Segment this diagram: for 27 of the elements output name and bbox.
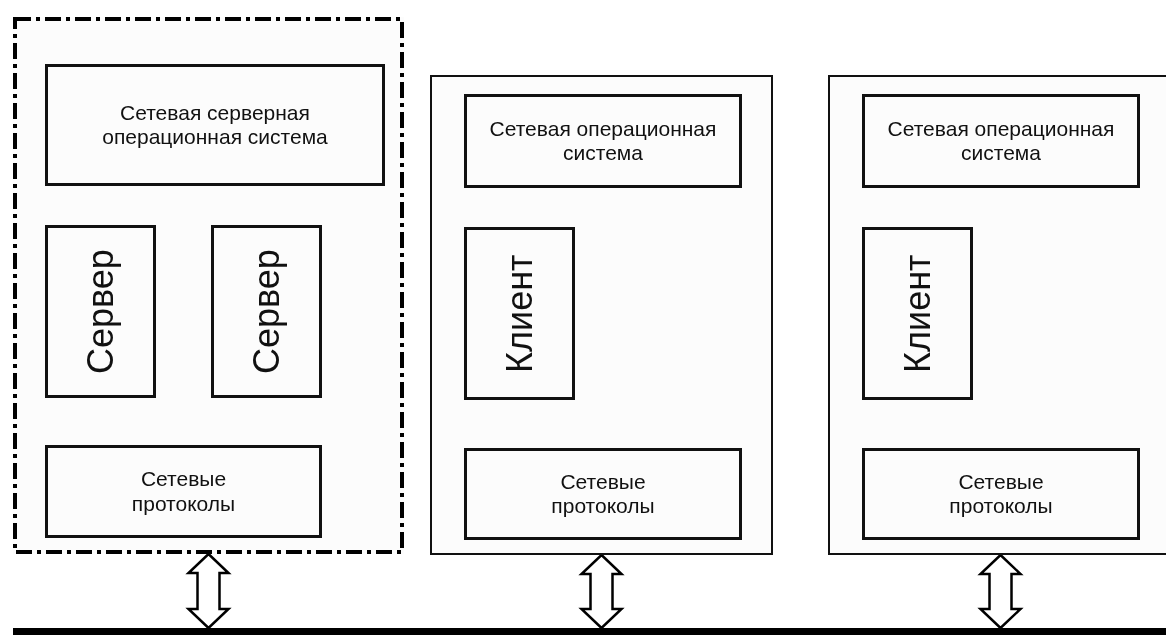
server-box — [13, 17, 404, 554]
component-box — [464, 94, 742, 188]
component-box — [464, 448, 742, 540]
component-label: Сетевая операционная система — [488, 116, 718, 166]
component-label: Сетевые протоколы — [130, 467, 237, 516]
component-label: Сетевая серверная операционная система — [101, 100, 329, 150]
module-label: Клиент — [896, 254, 939, 373]
module-label: Клиент — [498, 254, 541, 373]
module-box — [211, 225, 322, 398]
component-box — [862, 448, 1140, 540]
component-box — [45, 445, 322, 538]
component-box — [45, 64, 385, 186]
double-arrow — [185, 552, 232, 630]
computer-box — [430, 75, 773, 555]
module-label: Сервер — [245, 249, 288, 374]
component-label: Сетевые протоколы — [948, 469, 1054, 519]
module-box — [464, 227, 575, 400]
module-box — [862, 227, 973, 400]
double-arrow — [977, 553, 1024, 630]
module-label: Сервер — [79, 249, 122, 374]
double-arrow — [578, 553, 625, 630]
network-bus — [13, 628, 1166, 635]
component-label: Сетевая операционная система — [886, 116, 1116, 166]
component-label: Сетевые протоколы — [550, 469, 656, 519]
component-box — [862, 94, 1140, 188]
computer-box — [828, 75, 1166, 555]
module-box — [45, 225, 156, 398]
